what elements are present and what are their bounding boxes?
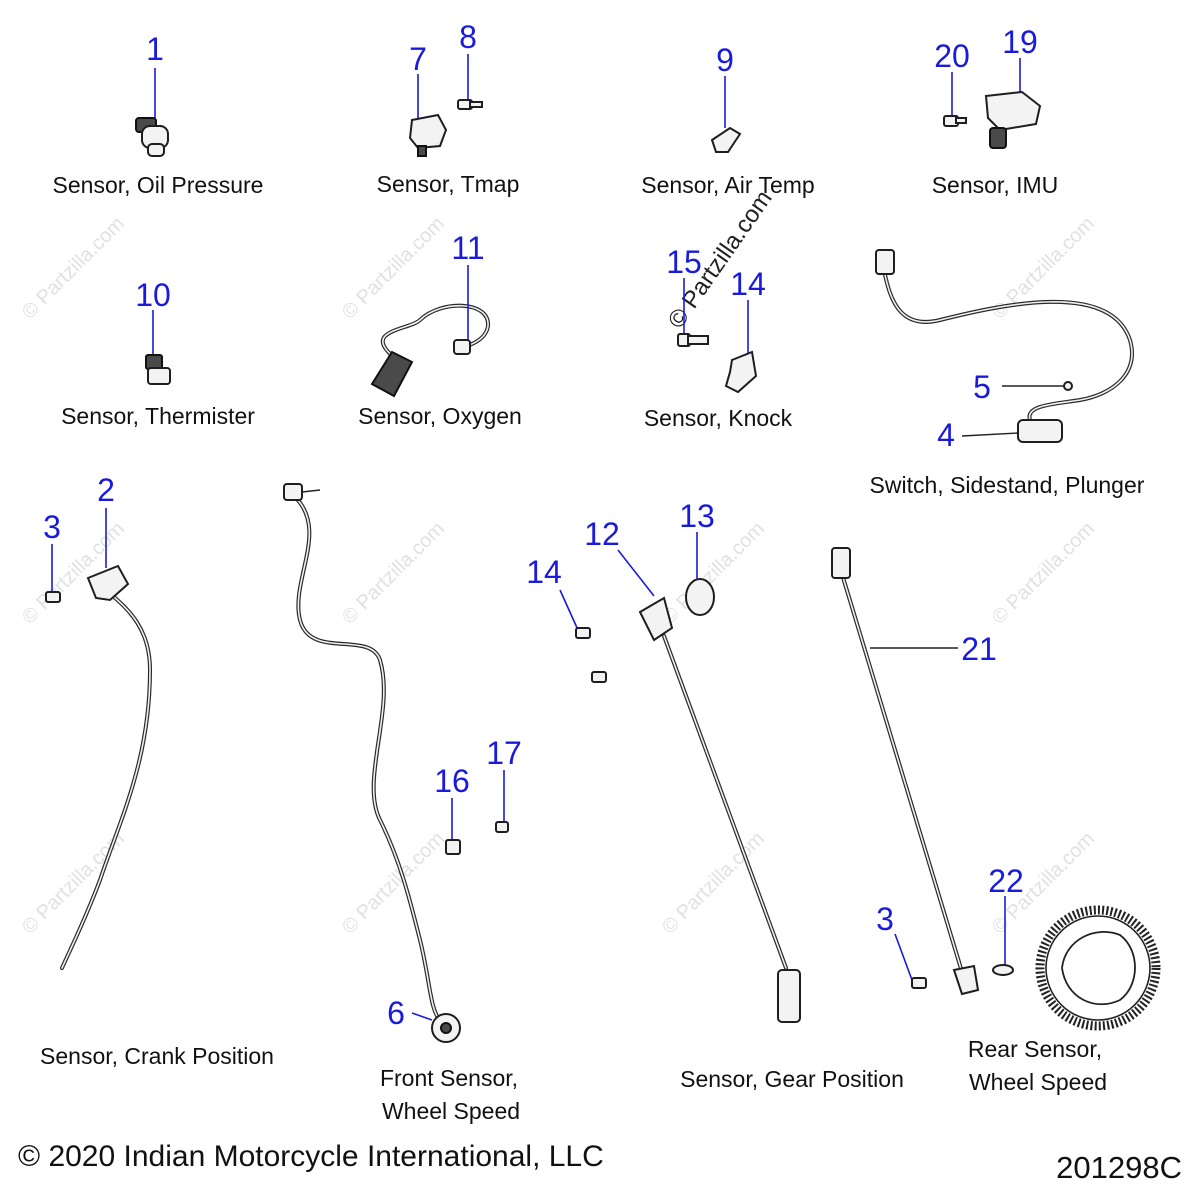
callout-11: 11: [451, 230, 484, 266]
watermark: © Partzilla.com: [338, 518, 449, 629]
caption-rear-wheel-2: Wheel Speed: [969, 1069, 1107, 1095]
callout-7: 7: [409, 41, 427, 77]
callout-10: 10: [135, 277, 171, 313]
caption-rear-wheel-1: Rear Sensor,: [968, 1036, 1102, 1062]
watermark: © Partzilla.com: [18, 213, 129, 324]
oxygen-sensor-part: [370, 265, 491, 398]
watermark: © Partzilla.com: [658, 828, 769, 939]
sidestand-switch-part: [875, 249, 1134, 443]
caption-oxygen: Sensor, Oxygen: [358, 403, 522, 429]
caption-sidestand: Switch, Sidestand, Plunger: [870, 472, 1145, 498]
tmap-sensor-part: [408, 54, 483, 157]
watermark: © Partzilla.com: [338, 213, 449, 324]
callout-4: 4: [937, 417, 955, 453]
callout-14: 14: [526, 554, 562, 590]
caption-tmap: Sensor, Tmap: [377, 171, 520, 197]
caption-gear: Sensor, Gear Position: [680, 1066, 904, 1092]
crank-position-sensor-part: [45, 508, 153, 970]
callout-3a: 3: [43, 509, 61, 545]
watermark: © Partzilla.com: [988, 518, 1099, 629]
caption-front-wheel-1: Front Sensor,: [380, 1065, 518, 1091]
gear-position-sensor-part: [559, 532, 801, 1023]
callout-18: 17: [486, 735, 522, 771]
copyright-notice: © 2020 Indian Motorcycle International, …: [18, 1140, 604, 1173]
knock-sensor-part: [677, 278, 758, 394]
caption-knock: Sensor, Knock: [644, 405, 793, 431]
thermister-sensor-part: [145, 310, 171, 385]
caption-thermister: Sensor, Thermister: [61, 403, 255, 429]
callout-13: 13: [679, 498, 715, 534]
caption-oil-pressure: Sensor, Oil Pressure: [53, 172, 264, 198]
callout-2: 2: [97, 472, 115, 508]
air-temp-sensor-part: [710, 76, 742, 153]
callout-22: 22: [988, 863, 1024, 899]
callout-20: 20: [934, 38, 970, 74]
caption-crank: Sensor, Crank Position: [40, 1043, 274, 1069]
rear-wheel-speed-sensor-part: [831, 547, 1161, 1031]
callout-12: 12: [584, 516, 620, 552]
callout-8: 8: [459, 19, 477, 55]
callout-6: 6: [387, 995, 405, 1031]
callout-15: 14: [730, 266, 766, 302]
watermark: © Partzilla.com: [338, 828, 449, 939]
caption-imu: Sensor, IMU: [932, 172, 1059, 198]
callout-9: 9: [716, 42, 734, 78]
callout-3b: 3: [876, 901, 894, 937]
diagram-code: 201298C: [1056, 1150, 1182, 1185]
imu-sensor-part: [943, 58, 1042, 149]
front-wheel-speed-sensor-part: [283, 483, 509, 1043]
callout-5: 5: [973, 369, 991, 405]
caption-front-wheel-2: Wheel Speed: [382, 1098, 520, 1124]
callout-21: 21: [961, 631, 997, 667]
oil-pressure-sensor-part: [135, 68, 169, 157]
callout-17: 16: [434, 763, 470, 799]
caption-air-temp: Sensor, Air Temp: [641, 172, 814, 198]
callout-16: 15: [666, 244, 702, 280]
callout-1: 1: [146, 31, 164, 67]
callout-19: 19: [1002, 24, 1038, 60]
watermark: © Partzilla.com: [658, 518, 769, 629]
